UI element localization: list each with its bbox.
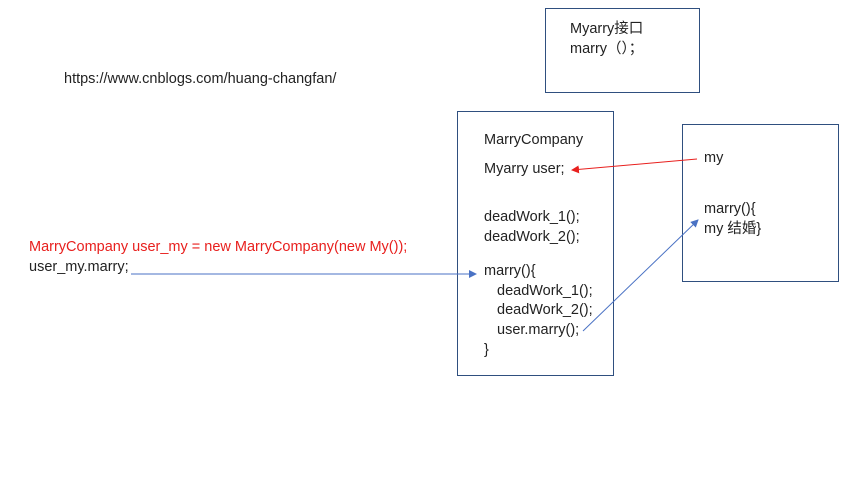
company-body-3: user.marry();	[497, 322, 580, 338]
client-code-line-1: MarryCompany user_my = new MarryCompany(…	[29, 239, 408, 255]
my-method-body: my 结婚}	[704, 221, 762, 237]
interface-method: marry（）；	[570, 41, 644, 57]
company-call-2: deadWork_2();	[484, 229, 580, 245]
client-code-line-2: user_my.marry;	[29, 259, 129, 275]
interface-title: Myarry接口	[570, 21, 644, 37]
my-method-open: marry(){	[704, 201, 756, 217]
interface-box: Myarry接口 marry（）；	[545, 8, 700, 93]
marry-company-box: MarryCompany Myarry user; deadWork_1(); …	[457, 111, 614, 376]
company-method-close: }	[484, 342, 489, 358]
my-name: my	[704, 150, 724, 166]
company-call-1: deadWork_1();	[484, 209, 580, 225]
company-body-1: deadWork_1();	[497, 283, 593, 299]
url-text: https://www.cnblogs.com/huang-changfan/	[64, 71, 337, 87]
company-field: Myarry user;	[484, 161, 565, 177]
company-body-2: deadWork_2();	[497, 302, 593, 318]
my-box: my marry(){ my 结婚}	[682, 124, 839, 282]
company-method-open: marry(){	[484, 263, 536, 279]
company-title: MarryCompany	[484, 132, 584, 148]
